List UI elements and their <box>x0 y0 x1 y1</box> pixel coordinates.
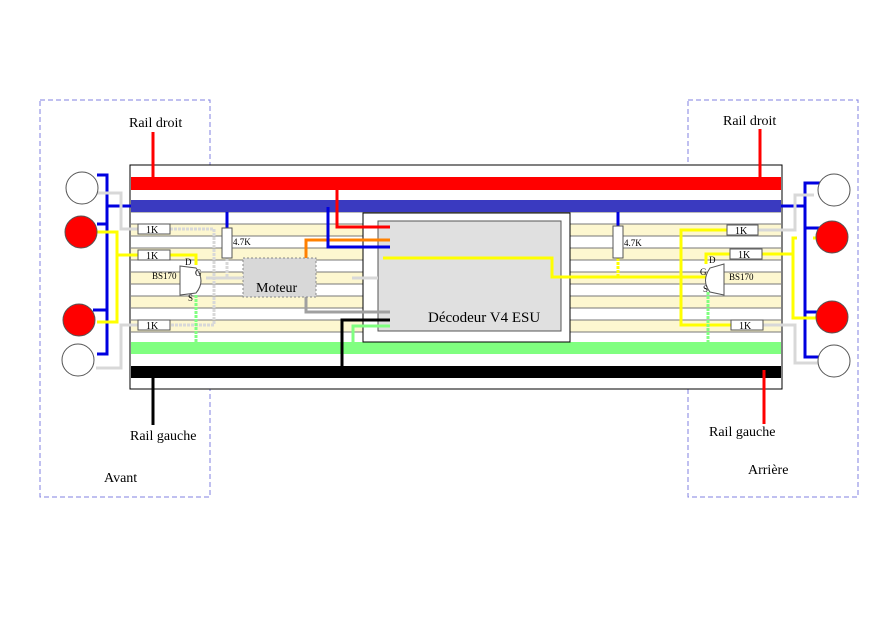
rear-side-label: Arrière <box>748 463 788 478</box>
rear-pullup-label: 4.7K <box>624 238 642 248</box>
rear-yellow-drain <box>704 252 730 264</box>
front-resistor-2-label: 1K <box>146 251 159 262</box>
svg-text:D: D <box>709 255 716 265</box>
rear-lamp-white-bottom <box>817 344 851 378</box>
rail-right-bus <box>131 177 781 190</box>
front-lamp-white-bottom <box>61 343 95 377</box>
rear-rail-right-label: Rail droit <box>723 114 776 129</box>
rear-resistor-3 <box>730 319 764 331</box>
svg-text:BS170: BS170 <box>152 271 177 281</box>
green-bus <box>131 342 781 354</box>
rear-grey-lamp-wire-bottom <box>763 323 820 365</box>
rear-transistor: D G S BS170 <box>700 255 754 296</box>
svg-text:BS170: BS170 <box>729 272 754 282</box>
rear-lamp-red-top <box>815 220 849 254</box>
rear-resistor-2-label: 1K <box>738 250 751 261</box>
rear-resistor-2 <box>729 248 763 260</box>
front-pullup-label: 4.7K <box>233 237 251 247</box>
front-rail-right-label: Rail droit <box>129 116 182 131</box>
front-lamp-white-top <box>65 171 99 205</box>
decoder-yellow-wire <box>383 256 710 279</box>
rear-end-frame <box>687 99 859 498</box>
svg-text:G: G <box>195 268 202 278</box>
rear-yellow-lamp-feed <box>791 236 826 320</box>
front-resistor-3 <box>137 319 171 331</box>
rear-resistor-3-label: 1K <box>739 321 752 332</box>
front-side-label: Avant <box>104 471 137 486</box>
svg-text:S: S <box>188 293 193 303</box>
rear-pullup-resistor <box>612 225 624 259</box>
svg-text:S: S <box>703 284 708 294</box>
rear-resistor-1 <box>726 224 759 236</box>
rear-rail-left-label: Rail gauche <box>709 425 775 440</box>
rear-blue-common <box>803 181 822 359</box>
front-grey-lamp-wire-bottom <box>96 323 138 370</box>
decoder-body <box>377 220 562 332</box>
front-resistor-2 <box>137 249 171 261</box>
front-pullup-resistor <box>221 227 233 259</box>
rear-yellow-resistor-link <box>679 228 731 327</box>
front-yellow-drain <box>170 253 198 265</box>
decoder-red-wire <box>335 183 390 229</box>
motor-label: Moteur <box>256 281 298 296</box>
front-resistor-1-label: 1K <box>146 225 159 236</box>
decoder-black-wire <box>340 318 390 373</box>
front-resistor-3-label: 1K <box>146 321 159 332</box>
rear-resistor-1-label: 1K <box>735 226 748 237</box>
front-grey-lamp-wire-top <box>96 191 138 231</box>
rear-grey-lamp-wire-top <box>758 193 814 232</box>
decoder-orange-wire <box>304 238 390 265</box>
front-resistor-1 <box>137 223 171 235</box>
front-transistor: D G S BS170 <box>152 257 202 303</box>
front-lamp-red-top <box>64 215 98 249</box>
motor <box>242 257 317 298</box>
decoder-blue-wire <box>326 207 390 249</box>
front-blue-common <box>97 173 109 356</box>
rail-left-bus <box>131 366 781 378</box>
decoder-green-wire <box>351 324 390 343</box>
rear-lamp-white-top <box>817 173 851 207</box>
front-lamp-red-bottom <box>62 303 96 337</box>
rear-lamp-red-bottom <box>815 300 849 334</box>
blue-common-bus <box>131 200 781 212</box>
decoder-label: Décodeur V4 ESU <box>428 310 540 326</box>
svg-text:D: D <box>185 257 192 267</box>
front-yellow-lamp-feed <box>97 230 119 324</box>
svg-text:G: G <box>700 267 707 277</box>
front-rail-left-label: Rail gauche <box>130 429 196 444</box>
